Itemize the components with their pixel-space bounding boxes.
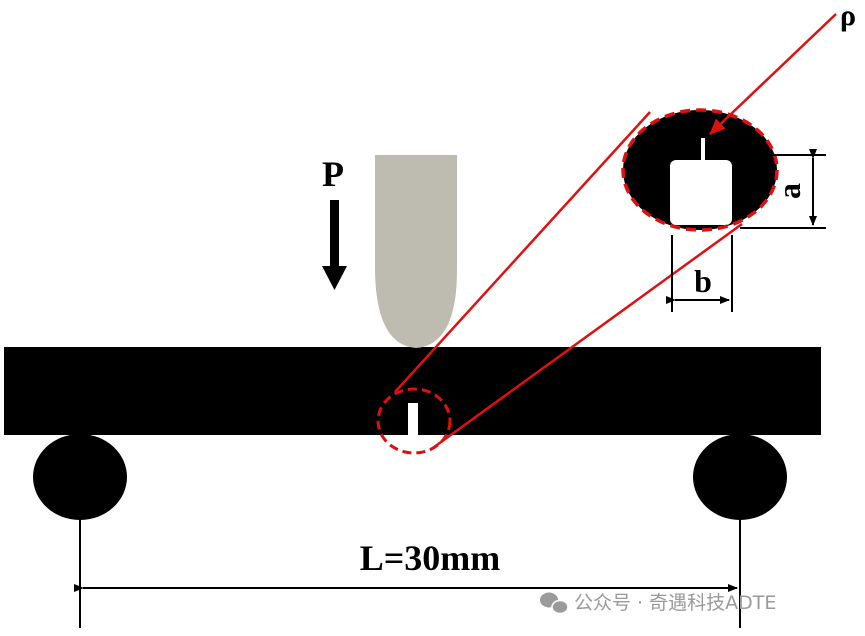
- dimension-b-label: b: [694, 263, 712, 299]
- load-label: P: [322, 154, 344, 194]
- notch-detail: [621, 108, 779, 232]
- dimension-b: [666, 235, 733, 312]
- loading-punch: [375, 155, 457, 348]
- right-support: [693, 434, 787, 628]
- left-support: [33, 434, 127, 628]
- beam-notch: [408, 403, 418, 435]
- dimension-a-label: a: [771, 183, 807, 199]
- radius-pointer: [709, 13, 837, 135]
- radius-label: ρ: [840, 0, 856, 32]
- load-arrow: [322, 200, 347, 290]
- notch-highlight-circle: [376, 387, 452, 455]
- watermark-text: 公众号 · 奇遇科技ADTE: [574, 592, 776, 614]
- dimension-a: [740, 149, 826, 229]
- wechat-icon: [540, 592, 569, 615]
- magnification-lines: [394, 111, 743, 452]
- span-label: L=30mm: [360, 538, 501, 578]
